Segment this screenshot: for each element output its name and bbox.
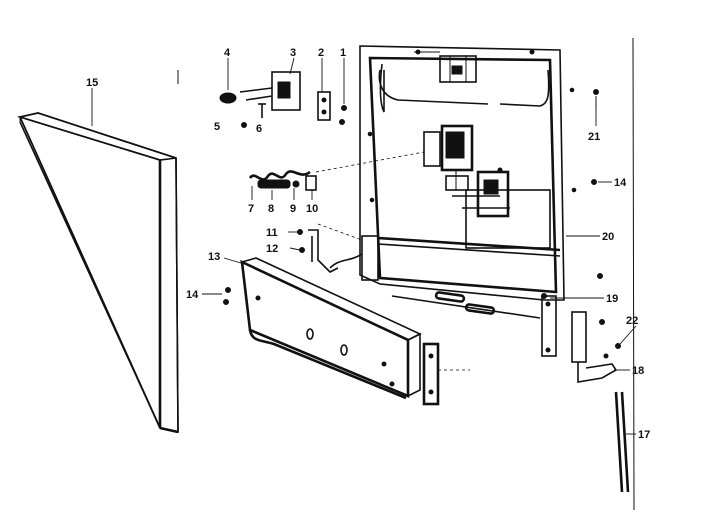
label-18: 18: [632, 365, 644, 377]
label-5: 5: [214, 121, 220, 133]
label-14-right: 14: [614, 177, 627, 189]
label-12: 12: [266, 243, 278, 255]
label-17: 17: [638, 429, 650, 441]
label-8: 8: [268, 203, 274, 215]
label-11: 11: [266, 227, 278, 239]
screw: [225, 287, 231, 293]
label-13: 13: [208, 251, 220, 263]
lower-hinge-parts: [541, 89, 630, 493]
latch-linkage: [248, 151, 425, 281]
label-3: 3: [290, 47, 296, 59]
label-19: 19: [606, 293, 618, 305]
label-1: 1: [340, 47, 346, 59]
label-9: 9: [290, 203, 296, 215]
label-15: 15: [86, 77, 98, 89]
inner-door-frame: [359, 45, 577, 357]
label-2: 2: [318, 47, 324, 59]
latch-motor-assembly: [423, 124, 510, 218]
part-labels: 15 4 3 2 1 5 6 7 8 9 10 11 12 13 14 21 1…: [86, 47, 650, 441]
label-10: 10: [306, 203, 318, 215]
hinge-hardware: [219, 71, 347, 128]
leader-lines: [91, 57, 637, 435]
end-bracket: [389, 342, 470, 406]
label-14-left: 14: [186, 289, 199, 301]
label-6: 6: [256, 123, 262, 135]
control-panel: [239, 257, 422, 400]
label-21: 21: [588, 131, 600, 143]
label-20: 20: [602, 231, 614, 243]
label-7: 7: [248, 203, 254, 215]
screw: [223, 299, 229, 305]
label-4: 4: [224, 47, 231, 59]
outer-door-panel: [16, 112, 179, 434]
margin-mark: [632, 37, 635, 511]
label-22: 22: [626, 315, 638, 327]
